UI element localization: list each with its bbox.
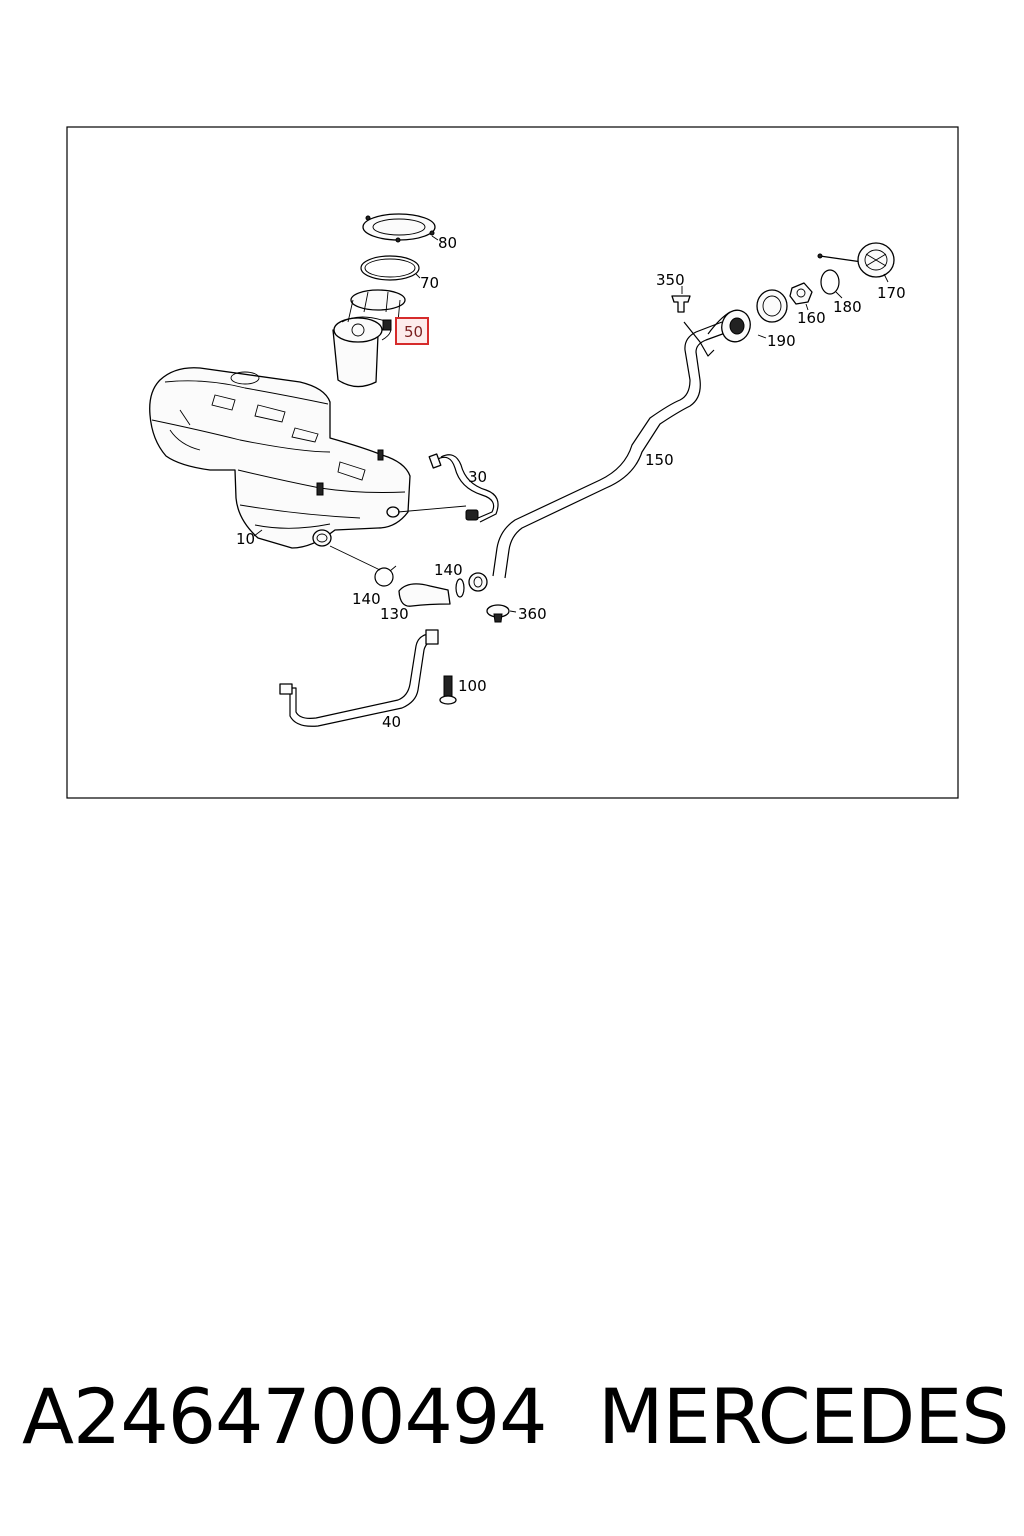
part-130-hose[interactable] [398,583,451,607]
label-360: 360 [518,605,547,623]
highlighted-part-callout[interactable]: 50 [395,317,429,345]
label-190: 190 [767,332,796,350]
label-50: 50 [404,323,423,341]
label-30: 30 [468,468,487,486]
label-150: 150 [645,451,674,469]
brand-caption: MERCEDES [598,1372,1009,1461]
label-80: 80 [438,234,457,252]
part-80-lock-ring[interactable] [362,213,436,243]
part-160-seal[interactable] [756,289,788,323]
label-100: 100 [458,677,487,695]
part-170-fuel-cap[interactable] [817,242,895,278]
part-350-clip[interactable] [671,295,691,313]
label-10: 10 [236,530,255,548]
part-150-filler-pipe[interactable] [492,321,729,579]
part-number-caption: A2464700494 [22,1372,548,1461]
part-30-vent-line[interactable] [428,453,499,523]
part-140-clamp-left[interactable] [374,565,397,587]
part-50-fuel-pump-module[interactable] [332,289,406,388]
label-130: 130 [380,605,409,623]
part-o-ring[interactable] [820,269,840,295]
label-350: 350 [656,271,685,289]
label-180: 180 [833,298,862,316]
part-360-grommet[interactable] [486,604,510,623]
part-10-fuel-tank[interactable] [149,367,411,549]
label-70: 70 [420,274,439,292]
part-100-bolt[interactable] [439,675,457,705]
label-40: 40 [382,713,401,731]
label-160: 160 [797,309,826,327]
label-140-left: 140 [352,590,381,608]
part-180-nut[interactable] [789,282,813,305]
part-70-seal-ring[interactable] [360,255,420,281]
part-40-tank-strap[interactable] [279,629,439,727]
label-170: 170 [877,284,906,302]
part-190-filler-head[interactable] [707,306,755,346]
diagram-frame [66,126,959,799]
part-140-clamp-right[interactable] [455,572,488,598]
label-140-right: 140 [434,561,463,579]
